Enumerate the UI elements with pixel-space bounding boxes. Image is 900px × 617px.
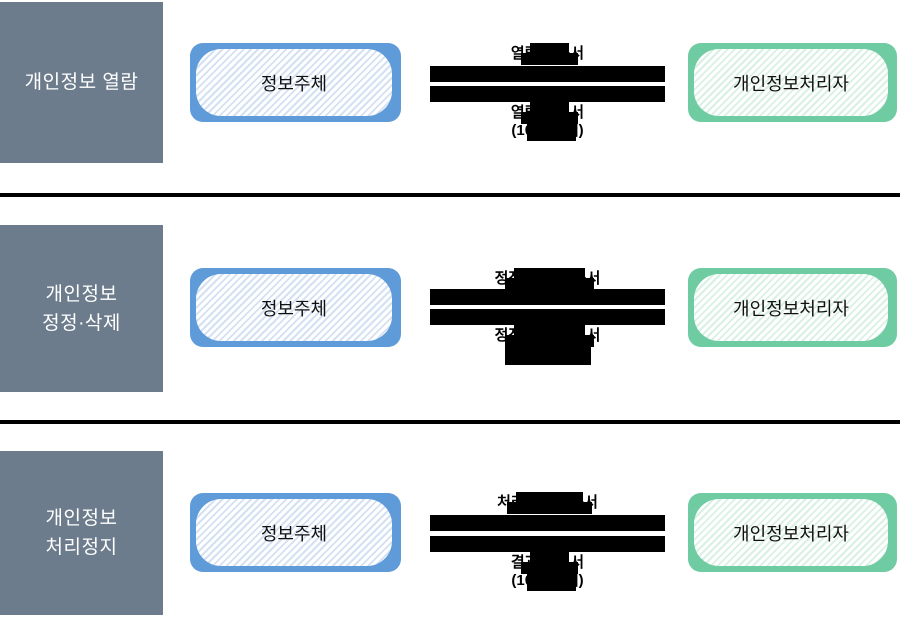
section-label-text: 처리정지 bbox=[45, 537, 118, 558]
section-divider bbox=[0, 420, 900, 424]
data-subject-box: 정보주체 bbox=[190, 268, 401, 347]
data-processor-label: 개인정보처리자 bbox=[733, 73, 849, 94]
response-label: 열람 통지서 bbox=[430, 102, 665, 124]
redacted-arrow-bar bbox=[430, 86, 665, 102]
redacted-arrow-bar bbox=[430, 536, 665, 552]
data-processor-box: 개인정보처리자 bbox=[688, 268, 897, 347]
data-processor-box-fill: 개인정보처리자 bbox=[694, 499, 888, 566]
data-processor-label: 개인정보처리자 bbox=[733, 523, 849, 544]
redaction-overlay bbox=[529, 102, 570, 115]
data-processor-label: 개인정보처리자 bbox=[733, 298, 849, 319]
request-label: 정정·삭제 요구서 bbox=[430, 268, 665, 290]
section-label-text: 개인정보 bbox=[45, 508, 118, 529]
section-label-correction-deletion: 개인정보 정정·삭제 bbox=[0, 225, 163, 392]
request-label: 열람 요구서 bbox=[430, 43, 665, 65]
response-note: (10일 이내) bbox=[430, 571, 665, 591]
section-label-processing-stop: 개인정보 처리정지 bbox=[0, 451, 163, 615]
redacted-arrow-bar bbox=[430, 515, 665, 531]
redacted-arrow-bar bbox=[430, 66, 665, 82]
redaction-overlay bbox=[520, 53, 579, 65]
response-label: 정정·삭제 통지서 bbox=[430, 325, 665, 347]
data-processor-box-fill: 개인정보처리자 bbox=[694, 274, 888, 341]
data-subject-box-fill: 정보주체 bbox=[196, 499, 392, 566]
data-subject-box: 정보주체 bbox=[190, 43, 401, 122]
section-label-access: 개인정보 열람 bbox=[0, 2, 163, 163]
section-label-text: 개인정보 bbox=[45, 283, 118, 305]
data-subject-box: 정보주체 bbox=[190, 493, 401, 572]
data-processor-box: 개인정보처리자 bbox=[688, 43, 897, 122]
data-subject-box-fill: 정보주체 bbox=[196, 49, 392, 116]
redaction-overlay bbox=[516, 492, 583, 505]
data-subject-label: 정보주체 bbox=[260, 73, 328, 94]
data-subject-label: 정보주체 bbox=[260, 523, 328, 544]
redaction-overlay bbox=[507, 502, 592, 514]
section-label-text: 정정·삭제 bbox=[42, 312, 121, 334]
redaction-overlay bbox=[527, 121, 576, 141]
redaction-overlay bbox=[513, 325, 586, 338]
response-label: 결과 통지서 bbox=[430, 552, 665, 574]
data-processor-box: 개인정보처리자 bbox=[688, 493, 897, 572]
redaction-overlay bbox=[529, 552, 570, 565]
redacted-arrow-bar bbox=[430, 309, 665, 325]
redaction-overlay bbox=[504, 347, 591, 365]
request-label: 처리정지 요구서 bbox=[430, 492, 665, 514]
redaction-overlay bbox=[504, 335, 595, 347]
section-label-text: 개인정보 열람 bbox=[24, 72, 139, 93]
response-note-redacted bbox=[430, 347, 665, 370]
redaction-overlay bbox=[513, 268, 586, 281]
redaction-overlay bbox=[527, 571, 576, 591]
data-subject-label: 정보주체 bbox=[260, 298, 328, 319]
redaction-overlay bbox=[504, 278, 595, 290]
data-subject-box-fill: 정보주체 bbox=[196, 274, 392, 341]
response-note: (10일 이내) bbox=[430, 121, 665, 141]
redacted-arrow-bar bbox=[430, 289, 665, 305]
redaction-overlay bbox=[529, 43, 570, 56]
section-divider bbox=[0, 193, 900, 197]
data-processor-box-fill: 개인정보처리자 bbox=[694, 49, 888, 116]
